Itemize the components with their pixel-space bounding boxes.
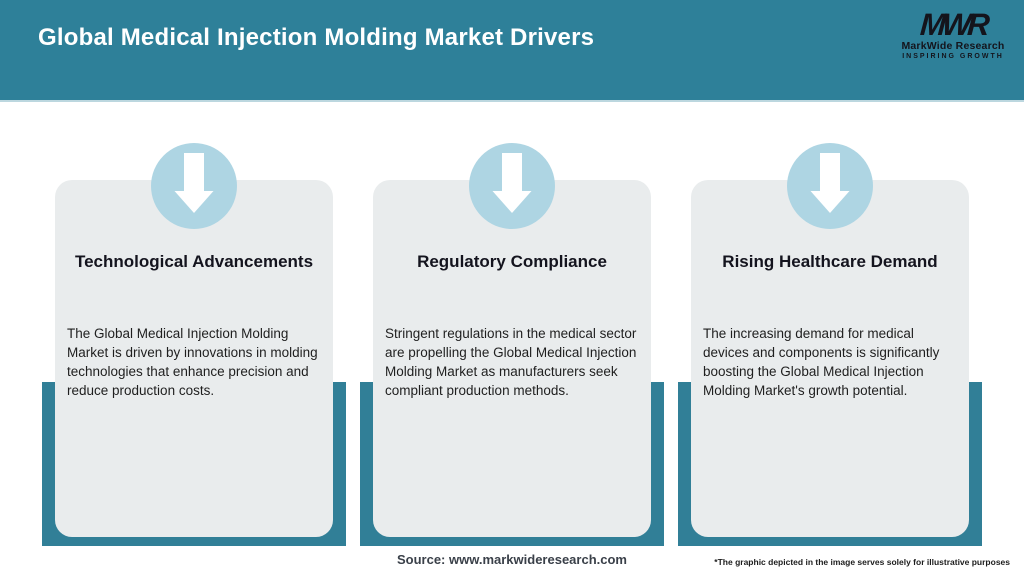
card-title: Technological Advancements — [74, 252, 314, 271]
down-arrow-icon — [787, 143, 873, 229]
page-title: Global Medical Injection Molding Market … — [38, 24, 595, 51]
driver-card-rising-healthcare-demand: Rising Healthcare Demand The increasing … — [691, 180, 969, 537]
card-title: Regulatory Compliance — [417, 252, 607, 271]
markwide-research-logo: MWR MarkWide Research INSPIRING GROWTH — [894, 7, 1012, 60]
logo-tagline: INSPIRING GROWTH — [902, 53, 1004, 60]
card-title: Rising Healthcare Demand — [722, 252, 938, 271]
logo-monogram: MWR — [919, 7, 987, 42]
header-bar: Global Medical Injection Molding Market … — [0, 0, 1024, 102]
card-body: The increasing demand for medical device… — [703, 326, 940, 398]
driver-card-technological-advancements: Technological Advancements The Global Me… — [55, 180, 333, 537]
driver-card-regulatory-compliance: Regulatory Compliance Stringent regulati… — [373, 180, 651, 537]
disclaimer-note: *The graphic depicted in the image serve… — [714, 557, 1010, 567]
source-attribution: Source: www.markwideresearch.com — [396, 552, 627, 567]
down-arrow-icon — [469, 143, 555, 229]
card-body: Stringent regulations in the medical sec… — [385, 326, 637, 398]
down-arrow-icon — [151, 143, 237, 229]
logo-name: MarkWide Research — [901, 40, 1005, 52]
card-body: The Global Medical Injection Molding Mar… — [67, 326, 318, 398]
